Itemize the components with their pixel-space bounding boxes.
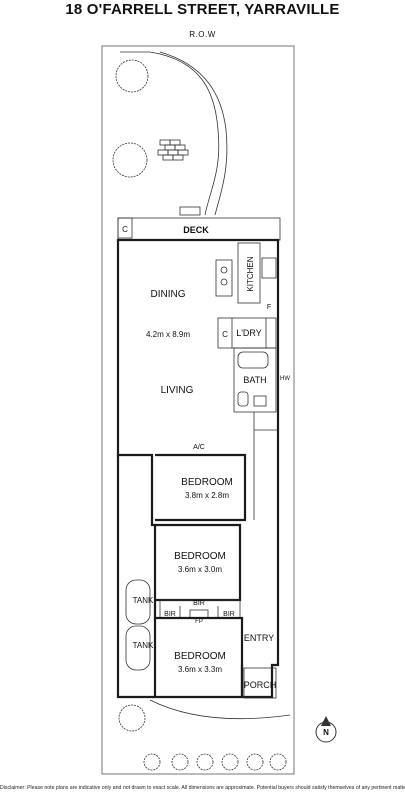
bir-right-label: BIR — [223, 611, 235, 618]
fp-label: FP — [195, 619, 203, 625]
compass-icon — [315, 716, 337, 743]
deck-cupboard — [117, 217, 133, 239]
kitchen-label: KITCHEN — [246, 256, 255, 291]
bir-top-label: BIR — [193, 600, 205, 607]
bathroom — [233, 347, 277, 413]
ac-label: A/C — [193, 444, 205, 451]
deck-label: DECK — [183, 225, 209, 235]
fireplace — [189, 609, 209, 619]
entry-label: ENTRY — [244, 633, 274, 643]
bedroom-2-wall — [155, 523, 242, 602]
water-tank — [125, 579, 151, 625]
deck-c-label: C — [122, 225, 128, 234]
laundry-c-label: C — [222, 330, 228, 339]
disclaimer: Disclaimer: Please note plans are indica… — [0, 785, 405, 791]
garden-path — [149, 51, 220, 216]
deck-step — [179, 206, 201, 216]
hedge-row — [143, 753, 287, 771]
bedroom-3-dims: 3.6m x 3.3m — [178, 665, 222, 674]
bathtub — [237, 351, 269, 369]
laundry-label: L'DRY — [236, 328, 262, 338]
kitchen-bench — [237, 242, 261, 304]
bedroom-1-dims: 3.8m x 2.8m — [185, 491, 229, 500]
porch — [243, 667, 277, 699]
living-label: LIVING — [161, 385, 194, 396]
front-path — [149, 699, 291, 720]
plan-title: 18 O'FARRELL STREET, YARRAVILLE — [65, 1, 340, 18]
living-dims-label: 4.2m x 8.9m — [146, 330, 190, 339]
bath-label: BATH — [243, 375, 266, 385]
bedroom-1-wall — [155, 453, 247, 522]
bir-left-label: BIR — [164, 611, 176, 618]
bedroom-3-wall — [155, 616, 244, 697]
site-boundary — [101, 45, 295, 775]
dining-label: DINING — [151, 289, 186, 300]
paving-bricks — [157, 139, 189, 161]
bedroom-2-dims: 3.6m x 3.0m — [178, 565, 222, 574]
tree-icon — [115, 59, 149, 93]
fridge-label: F — [267, 304, 271, 311]
hw-label: HW — [280, 376, 290, 382]
row-label: R.O.W — [189, 30, 216, 39]
bedroom-3-label: BEDROOM — [174, 651, 226, 662]
tree-icon — [112, 142, 148, 178]
bedroom-2-label: BEDROOM — [174, 551, 226, 562]
kitchen-island — [215, 259, 233, 297]
tank-2-label: TANK — [133, 641, 154, 650]
porch-label: PORCH — [244, 680, 277, 690]
bedroom-1-label: BEDROOM — [181, 477, 233, 488]
water-tank — [125, 625, 151, 671]
tank-1-label: TANK — [133, 596, 154, 605]
tree-icon — [118, 704, 146, 732]
compass-label: N — [323, 728, 329, 737]
toilet — [237, 391, 249, 407]
